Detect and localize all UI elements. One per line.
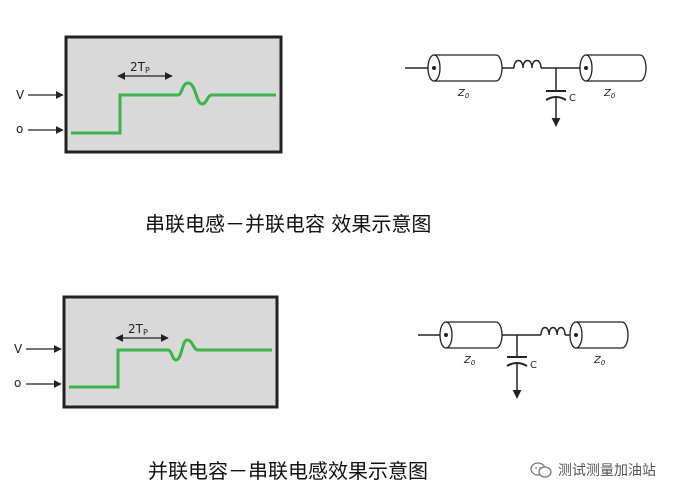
circuit-2: Z0 C Z0	[418, 321, 629, 399]
time-label-1: 2TP	[130, 60, 150, 75]
z-right-label-2: Z0	[593, 355, 606, 367]
tdr-trace-2	[69, 338, 272, 389]
coax-right-1	[579, 54, 647, 82]
watermark: 测试测量加油站	[530, 460, 656, 480]
inductor-2	[540, 326, 566, 336]
z-right-label-1: Z0	[603, 88, 616, 100]
tdr-screen-2: 2TP	[62, 295, 279, 409]
v-label-2: V	[14, 342, 23, 356]
capacitor-2	[506, 335, 528, 399]
tdr-screen-1: 2TP	[64, 35, 283, 154]
o-label-1: o	[16, 122, 23, 136]
o-label-2: o	[14, 376, 21, 390]
time-label-2: 2TP	[128, 322, 148, 337]
z-left-label-1: Z0	[457, 88, 470, 100]
input-arrows-2: V o	[14, 342, 62, 390]
z-left-label-2: Z0	[463, 355, 476, 367]
coax-left-1	[427, 54, 503, 82]
coax-left-2	[439, 321, 503, 349]
capacitor-1	[545, 68, 567, 127]
inductor-1	[513, 59, 542, 69]
caption-1: 串联电感－并联电容 效果示意图	[145, 212, 432, 236]
caption-2: 并联电容－串联电感效果示意图	[148, 459, 428, 483]
chat-bubble-icon	[530, 461, 552, 479]
c-label-1: C	[569, 93, 576, 104]
circuit-1: Z0 C Z0	[405, 54, 647, 127]
coax-right-2	[569, 321, 629, 349]
tdr-screen-frame-2	[62, 295, 279, 409]
v-label-1: V	[16, 88, 25, 102]
input-arrows-1: V o	[16, 88, 64, 136]
tdr-trace-1	[71, 81, 276, 135]
watermark-text: 测试测量加油站	[558, 463, 656, 479]
c-label-2: C	[530, 360, 537, 371]
